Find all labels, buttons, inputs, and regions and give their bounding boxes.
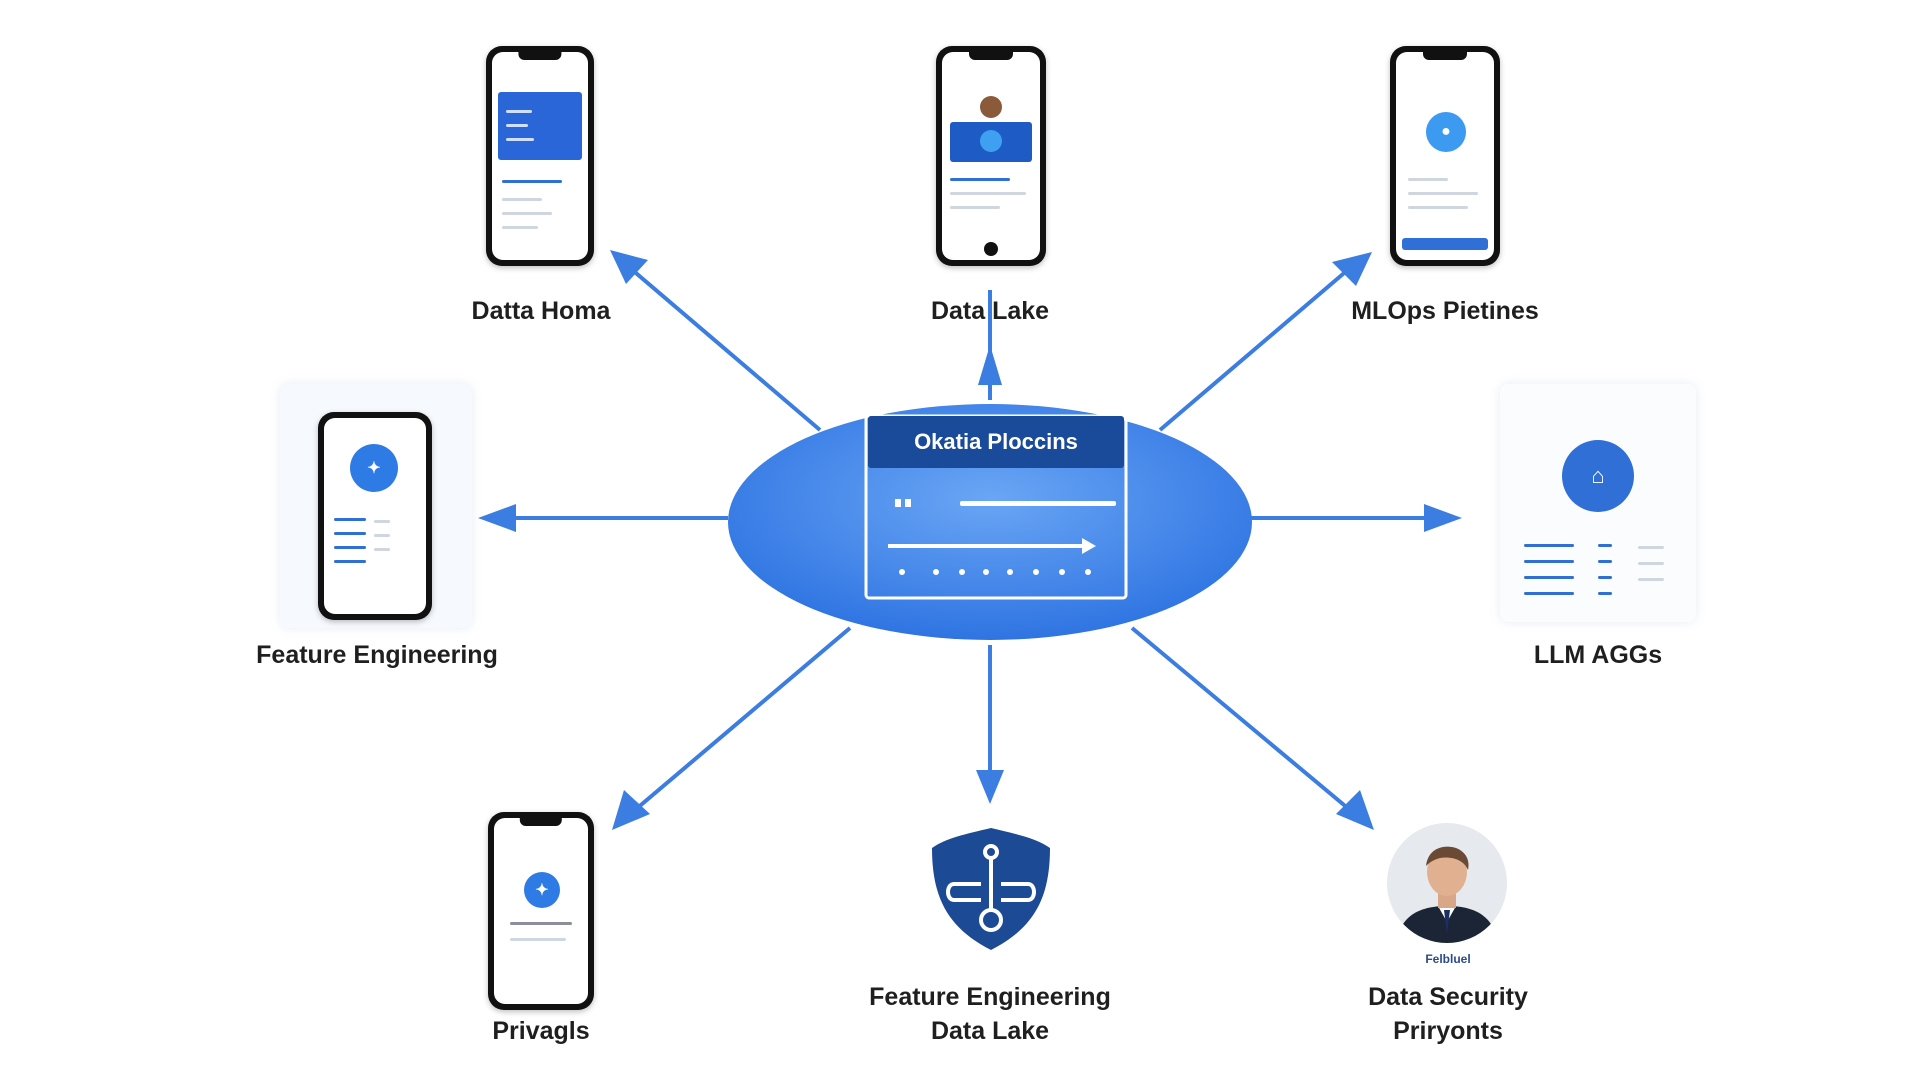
label-privagls: Privagls (492, 1017, 590, 1045)
phone-privagls-icon: ✦ (488, 812, 594, 1010)
arrow-head-llm (1424, 504, 1462, 532)
arrow-head-feature-engineering (478, 504, 516, 532)
user-icon: ⌂ (1562, 440, 1634, 512)
hub-dots (899, 569, 1091, 575)
avatar-icon (980, 96, 1002, 118)
arrow-head-privagls (612, 790, 650, 830)
card-llm: ⌂ (1500, 384, 1696, 622)
label-fe-data-lake-line2: Data Lake (930, 1017, 1050, 1045)
arrow-head-fe-data-lake (976, 770, 1004, 804)
label-feature-engineering: Feature Engineering (256, 641, 498, 669)
arrow-to-security (1130, 626, 1352, 812)
phone-mlops-icon: ● (1390, 46, 1500, 266)
avatar-caption: Felbluel (1425, 952, 1471, 966)
arrow-head-data-homa (610, 250, 648, 284)
label-fe-data-lake-line1: Feature Engineering (869, 983, 1111, 1011)
arrow-to-data-homa (628, 266, 822, 432)
arrow-head-mlops (1332, 252, 1372, 286)
hub-dot-2 (905, 499, 911, 507)
user-icon: ● (1426, 112, 1466, 152)
label-security-line1: Data Security (1368, 983, 1528, 1011)
hub-dot-1 (895, 499, 901, 507)
arrow-to-mlops (1158, 266, 1352, 432)
label-security-line2: Priryonts (1393, 1017, 1503, 1045)
shield-icon (932, 828, 1050, 950)
arrow-head-data-lake (978, 345, 1002, 385)
arrow-head-security (1336, 790, 1374, 830)
phone-feature-engineering-icon: ✦ (318, 412, 432, 620)
phone-data-homa-icon (486, 46, 594, 266)
label-data-homa: Datta Homa (471, 297, 611, 325)
hub-bar-1 (960, 501, 1116, 506)
person-avatar-icon (1387, 823, 1507, 943)
label-mlops: MLOps Pietines (1351, 297, 1539, 325)
arrows (478, 250, 1462, 830)
hub-progress-head (1082, 538, 1096, 554)
label-llm: LLM AGGs (1533, 641, 1663, 669)
arrow-to-privagls (633, 626, 852, 812)
label-data-lake: Data Lake (930, 297, 1050, 325)
phone-data-lake-icon (936, 46, 1046, 266)
hub-title: Okatia Ploccins (868, 416, 1124, 468)
